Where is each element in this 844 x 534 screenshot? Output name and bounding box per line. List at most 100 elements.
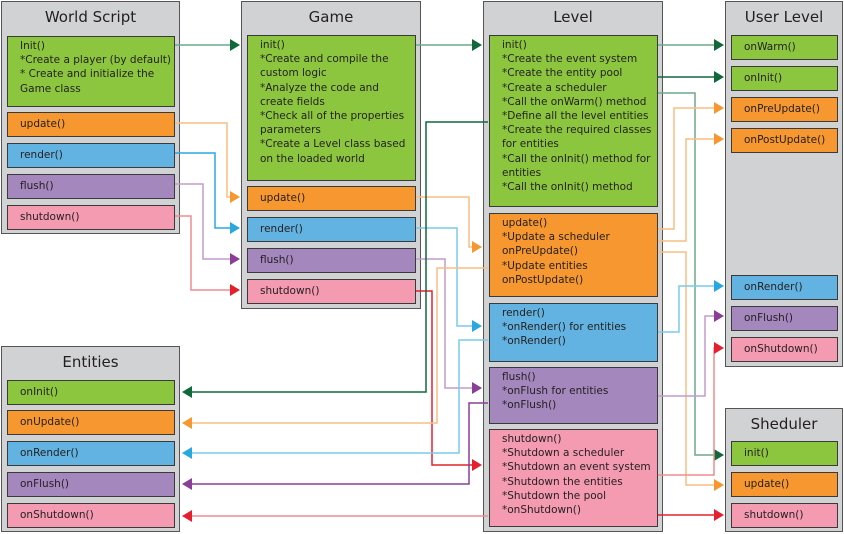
level-init[interactable]: init() *Create the event system *Create … — [489, 35, 658, 207]
wire-game-flush-to-level-flush — [416, 258, 482, 394]
arrowhead-icon — [182, 386, 192, 398]
wire-line — [658, 251, 716, 486]
world-script-update[interactable]: update() — [7, 112, 175, 137]
game-shutdown[interactable]: shutdown() — [247, 279, 416, 304]
arrowhead-icon — [714, 342, 724, 354]
scheduler-panel: Sheduler init() update() shutdown() — [725, 408, 843, 532]
wire-level-update-to-user-on-post-update — [658, 133, 724, 242]
game-init[interactable]: init() *Create and compile the custom lo… — [247, 35, 416, 181]
level-flush[interactable]: flush() *onFlush for entities *onFlush() — [489, 367, 658, 424]
scheduler-title: Sheduler — [750, 415, 818, 433]
game-flush[interactable]: flush() — [247, 248, 416, 273]
wire-level-init-to-user-on-init — [658, 71, 724, 83]
world-script-title: World Script — [44, 8, 137, 26]
wire-level-shutdown-to-entities-shutdown — [182, 510, 488, 522]
user-level-on-warm[interactable]: onWarm() — [731, 35, 838, 60]
user-level-on-init[interactable]: onInit() — [731, 66, 838, 91]
wire-line — [658, 92, 716, 456]
arrowhead-icon — [472, 39, 482, 51]
wire-ws-init-to-game-init — [175, 39, 240, 51]
level-panel: Level init() *Create the event system *C… — [483, 1, 663, 532]
wire-line — [190, 402, 488, 485]
arrowhead-icon — [472, 320, 482, 332]
arrowhead-icon — [714, 133, 724, 145]
arrowhead-icon — [230, 284, 240, 296]
arrowhead-icon — [714, 509, 724, 521]
entities-on-update[interactable]: onUpdate() — [7, 410, 175, 435]
wire-level-shutdown-to-user-on-shutdown — [658, 342, 724, 476]
level-update[interactable]: update() *Update a scheduler onPreUpdate… — [489, 213, 658, 297]
wire-level-shutdown-to-scheduler-shutdown — [658, 509, 724, 521]
entities-on-render[interactable]: onRender() — [7, 441, 175, 466]
user-level-panel: User Level onWarm() onInit() onPreUpdate… — [725, 1, 843, 367]
wire-line — [658, 347, 716, 476]
world-script-panel: World Script Init() *Create a player (by… — [1, 1, 180, 234]
wire-line — [416, 258, 474, 389]
world-script-flush[interactable]: flush() — [7, 174, 175, 199]
user-level-on-shutdown[interactable]: onShutdown() — [731, 337, 838, 362]
game-render[interactable]: render() — [247, 217, 416, 242]
wire-level-flush-to-user-on-flush — [658, 310, 724, 397]
arrowhead-icon — [714, 310, 724, 322]
arrowhead-icon — [714, 449, 724, 461]
level-title: Level — [553, 8, 593, 26]
arrowhead-icon — [182, 478, 192, 490]
wire-line — [175, 215, 232, 291]
wire-game-render-to-level-render — [416, 227, 482, 332]
arrowhead-icon — [472, 382, 482, 394]
arrowhead-icon — [182, 510, 192, 522]
world-script-init[interactable]: Init() *Create a player (by default) * C… — [7, 36, 175, 107]
user-level-on-render[interactable]: onRender() — [731, 275, 838, 300]
wire-level-update-to-user-on-pre-update — [658, 102, 724, 230]
game-panel: Game init() *Create and compile the cust… — [241, 1, 421, 309]
level-render[interactable]: render() *onRender() for entities *onRen… — [489, 303, 658, 362]
wire-line — [175, 122, 232, 198]
arrowhead-icon — [182, 417, 192, 429]
arrowhead-icon — [182, 447, 192, 459]
wire-line — [658, 315, 716, 397]
entities-on-flush[interactable]: onFlush() — [7, 472, 175, 497]
wire-ws-flush-to-game-flush — [175, 183, 240, 265]
wire-line — [190, 339, 488, 454]
wire-game-init-to-level-init — [416, 39, 482, 51]
wire-level-render-to-user-on-render — [658, 280, 724, 333]
scheduler-shutdown[interactable]: shutdown() — [731, 503, 838, 528]
wire-ws-update-to-game-update — [175, 122, 240, 203]
entities-on-init[interactable]: onInit() — [7, 380, 175, 405]
game-title: Game — [308, 8, 354, 26]
world-script-shutdown[interactable]: shutdown() — [7, 205, 175, 230]
arrowhead-icon — [230, 191, 240, 203]
wire-line — [416, 290, 474, 466]
level-shutdown[interactable]: shutdown() *Shutdown a scheduler *Shutdo… — [489, 429, 658, 527]
wire-line — [658, 285, 716, 333]
wire-line — [175, 152, 232, 229]
entities-panel: Entities onInit() onUpdate() onRender() … — [1, 346, 180, 532]
arrowhead-icon — [230, 39, 240, 51]
scheduler-update[interactable]: update() — [731, 472, 838, 497]
wire-line — [658, 138, 716, 242]
user-level-on-pre-update[interactable]: onPreUpdate() — [731, 97, 838, 122]
world-script-render[interactable]: render() — [7, 143, 175, 168]
wire-line — [175, 183, 232, 260]
wire-ws-render-to-game-render — [175, 152, 240, 234]
wire-level-init-to-user-on-warm — [658, 39, 724, 51]
arrowhead-icon — [472, 241, 482, 253]
wire-line — [416, 196, 474, 248]
scheduler-init[interactable]: init() — [731, 441, 838, 466]
wire-level-flush-to-entities-flush — [182, 402, 488, 490]
wire-level-init-to-scheduler-init — [658, 92, 724, 461]
user-level-title: User Level — [744, 8, 824, 26]
user-level-on-flush[interactable]: onFlush() — [731, 306, 838, 331]
entities-on-shutdown[interactable]: onShutdown() — [7, 503, 175, 528]
user-level-on-post-update[interactable]: onPostUpdate() — [731, 128, 838, 153]
arrowhead-icon — [714, 71, 724, 83]
wire-line — [416, 227, 474, 327]
wire-level-render-to-entities-render — [182, 339, 488, 459]
game-update[interactable]: update() — [247, 186, 416, 211]
arrowhead-icon — [714, 479, 724, 491]
arrowhead-icon — [714, 280, 724, 292]
wire-game-update-to-level-update — [416, 196, 482, 253]
wire-game-shutdown-to-level-shutdown — [416, 290, 482, 471]
arrowhead-icon — [230, 253, 240, 265]
arrowhead-icon — [714, 102, 724, 114]
